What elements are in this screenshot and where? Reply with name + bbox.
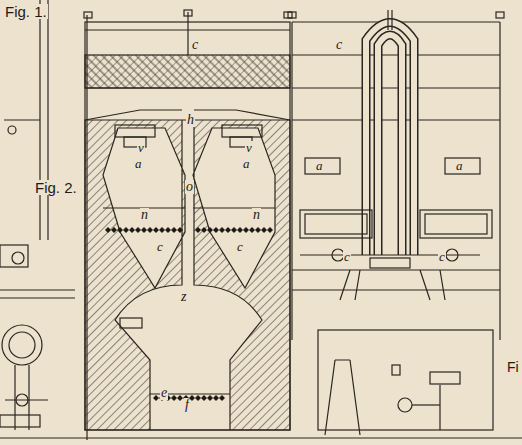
grate-bar [105, 227, 111, 233]
grate-bar [255, 227, 261, 233]
grate-bar [153, 227, 159, 233]
part-letter: a [315, 159, 324, 172]
grate-bar [195, 227, 201, 233]
grate-bar [165, 227, 171, 233]
grate-bar [123, 227, 129, 233]
part-letter: c [191, 38, 199, 52]
part-letter: c [438, 250, 446, 263]
grate-bar [147, 227, 153, 233]
figure-label: Fi [506, 360, 520, 374]
part-letter: a [455, 159, 464, 172]
part-letter: c [156, 240, 164, 253]
part-letter: v [137, 141, 145, 154]
grate-bar [261, 227, 267, 233]
part-letter: o [185, 180, 194, 194]
grate-bar [117, 227, 123, 233]
part-letter: a [242, 157, 251, 170]
grate-bar [189, 395, 195, 401]
grate-bar [207, 227, 213, 233]
grate-bar [201, 395, 207, 401]
grate-bar [213, 227, 219, 233]
grate-bar [207, 395, 213, 401]
grate-bar [129, 227, 135, 233]
grate-bar [153, 395, 159, 401]
part-letter: a [134, 157, 143, 170]
grate-bar [231, 227, 237, 233]
part-letter: c [343, 250, 351, 263]
grate-bar [171, 395, 177, 401]
part-letter: c [236, 240, 244, 253]
grate-bar [195, 395, 201, 401]
grate-bar [111, 227, 117, 233]
part-letter: z [180, 290, 187, 304]
grate-bar [177, 395, 183, 401]
figure-label: Fig. 1. [4, 4, 48, 19]
grate-bar [213, 395, 219, 401]
grate-bar [219, 227, 225, 233]
grate-bar [225, 227, 231, 233]
part-letter: f [184, 398, 190, 412]
part-letter: n [252, 208, 261, 222]
grate-bar [237, 227, 243, 233]
grate-bar [219, 395, 225, 401]
grate-bar [201, 227, 207, 233]
part-letter: h [186, 113, 195, 127]
grate-bar [243, 227, 249, 233]
grate-bar [249, 227, 255, 233]
part-letter: c [335, 38, 343, 52]
grate-bar [159, 227, 165, 233]
grate-bar [267, 227, 273, 233]
grate-bar [141, 227, 147, 233]
grate-bar [171, 227, 177, 233]
part-letter: n [140, 208, 149, 222]
grate-bar [177, 227, 183, 233]
part-letter: e [160, 386, 168, 400]
part-letter: v [245, 141, 253, 154]
grate-bar [135, 227, 141, 233]
figure-label: Fig. 2. [34, 180, 78, 195]
